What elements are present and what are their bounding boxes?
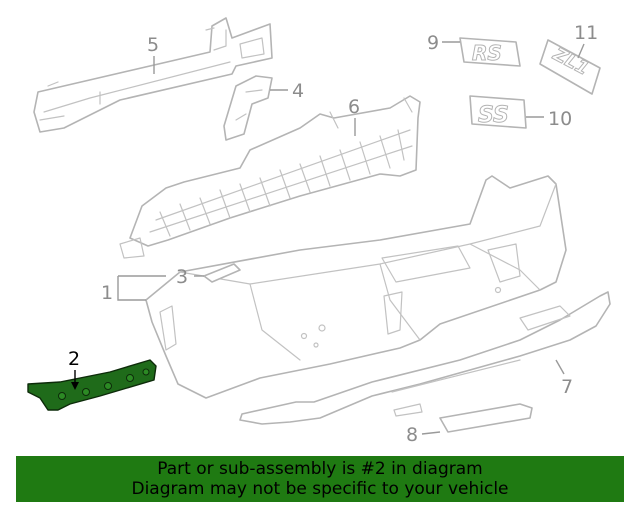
part-3-trim-clip[interactable] xyxy=(203,263,241,283)
callout-7: 7 xyxy=(555,359,573,398)
callout-10-label: 10 xyxy=(548,108,572,130)
callout-9-label: 9 xyxy=(427,32,439,54)
callout-10: 10 xyxy=(526,108,572,130)
banner-line-2: Diagram may not be specific to your vehi… xyxy=(131,479,509,499)
callout-3-label: 3 xyxy=(176,266,188,288)
part-2-bumper-bracket-highlighted[interactable] xyxy=(27,359,157,411)
part-4-bracket[interactable] xyxy=(223,75,273,141)
ss-emblem-lettering: SS xyxy=(478,103,509,128)
callout-5: 5 xyxy=(147,34,159,74)
rs-emblem-lettering: RS xyxy=(472,41,502,65)
callout-3: 3 xyxy=(176,266,204,288)
callout-6-label: 6 xyxy=(348,96,360,118)
callout-8-label: 8 xyxy=(406,424,418,446)
callout-4: 4 xyxy=(270,80,304,102)
parts-diagram: 5 4 6 RS 9 SS 10 ZL1 11 xyxy=(27,17,611,446)
part-7-lower-valance[interactable] xyxy=(239,291,611,425)
callout-11-label: 11 xyxy=(574,22,598,44)
callout-9: 9 xyxy=(427,32,460,54)
part-8-trim-strip[interactable] xyxy=(439,403,533,433)
part-10-ss-emblem[interactable]: SS xyxy=(469,95,527,129)
part-9-rs-emblem[interactable]: RS xyxy=(459,37,521,67)
callout-2-label: 2 xyxy=(68,348,80,370)
callout-6: 6 xyxy=(348,96,360,136)
banner-line-1: Part or sub-assembly is #2 in diagram xyxy=(157,459,483,479)
callout-11: 11 xyxy=(574,22,598,59)
part-5-impact-bar[interactable] xyxy=(33,17,273,133)
callout-1: 1 xyxy=(101,275,166,304)
callout-7-label: 7 xyxy=(561,376,573,398)
part-1-bumper-cover[interactable] xyxy=(145,175,567,399)
callout-5-label: 5 xyxy=(147,34,159,56)
part-6-energy-absorber[interactable] xyxy=(119,95,421,259)
callout-4-label: 4 xyxy=(292,80,304,102)
callout-2: 2 xyxy=(68,348,80,390)
callout-8: 8 xyxy=(406,424,441,446)
callout-1-label: 1 xyxy=(101,282,113,304)
part-11-zl1-emblem[interactable]: ZL1 xyxy=(539,39,601,95)
info-banner: Part or sub-assembly is #2 in diagram Di… xyxy=(16,456,624,502)
